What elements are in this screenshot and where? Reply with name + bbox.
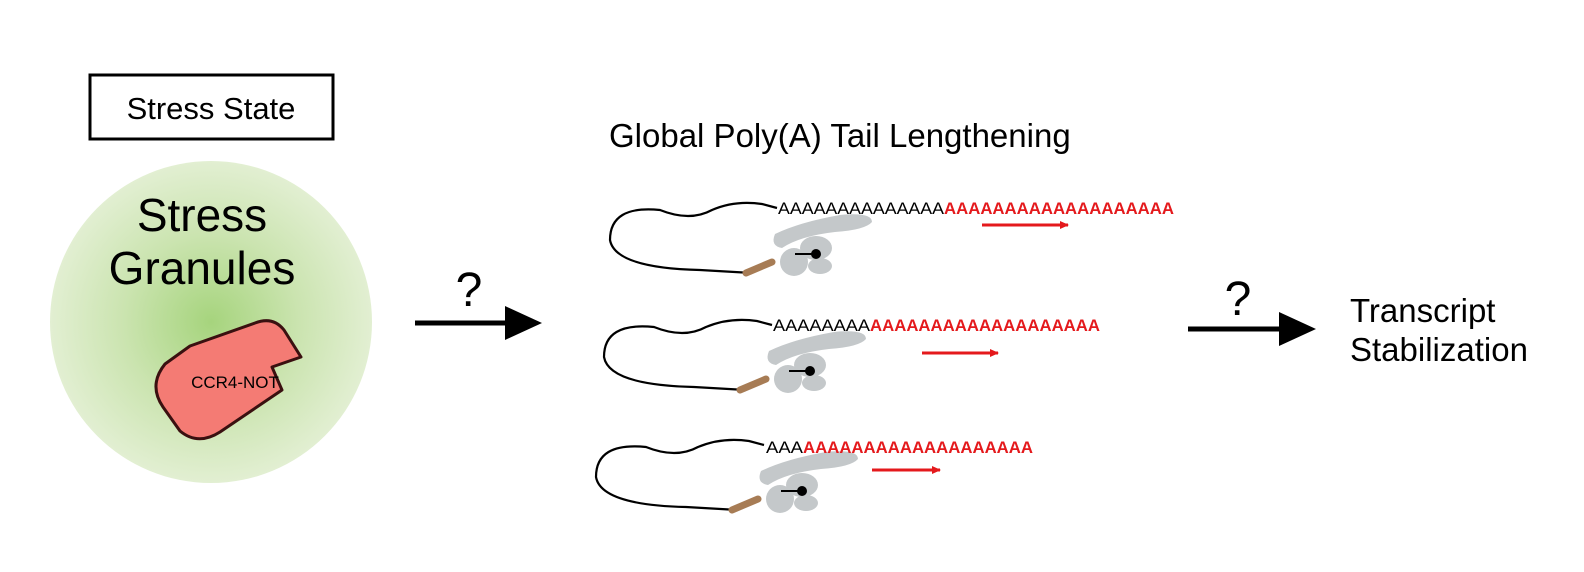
brown-protein xyxy=(728,495,762,514)
brown-protein xyxy=(736,375,770,394)
brown-protein xyxy=(742,258,776,277)
gray-protein-complex xyxy=(759,451,858,513)
cap-dot xyxy=(797,486,807,496)
center-title: Global Poly(A) Tail Lengthening xyxy=(609,117,1071,154)
existing-tail: AAA xyxy=(766,438,804,457)
ccr4-not-label: CCR4-NOT xyxy=(191,373,279,392)
stress-granules-label-line2: Granules xyxy=(109,242,296,294)
stress-state-box: Stress State xyxy=(88,73,335,141)
arrow-right: ? xyxy=(1188,273,1316,346)
arrow-right-question: ? xyxy=(1225,273,1252,326)
cap-dot xyxy=(805,366,815,376)
arrow-left-question: ? xyxy=(456,264,483,317)
existing-tail: AAAAAAAAAAAAAA xyxy=(778,199,945,218)
transcript-3: AAA AAAAAAAAAAAAAAAAAAA xyxy=(594,438,1033,514)
mrna-strand xyxy=(594,438,765,512)
mrna-strand xyxy=(608,201,778,275)
arrow-left: ? xyxy=(415,264,542,340)
added-tail: AAAAAAAAAAAAAAAAAAA xyxy=(870,316,1100,335)
transcript-2: AAAAAAAA AAAAAAAAAAAAAAAAAAA xyxy=(602,316,1100,394)
outcome-label-line1: Transcript xyxy=(1350,292,1495,329)
ccr4-not-complex: CCR4-NOT xyxy=(154,319,303,441)
stress-granule: Stress Granules CCR4-NOT xyxy=(50,161,372,483)
stress-granules-label-line1: Stress xyxy=(137,189,267,241)
outcome-label-line2: Stabilization xyxy=(1350,331,1528,368)
gray-protein-complex xyxy=(767,331,866,393)
gray-protein-complex xyxy=(773,214,872,276)
added-tail: AAAAAAAAAAAAAAAAAAA xyxy=(944,199,1174,218)
stress-state-label: Stress State xyxy=(127,91,296,126)
cap-dot xyxy=(811,249,821,259)
existing-tail: AAAAAAAA xyxy=(773,316,871,335)
mrna-strand xyxy=(602,318,773,392)
added-tail: AAAAAAAAAAAAAAAAAAA xyxy=(803,438,1033,457)
transcript-1: AAAAAAAAAAAAAA AAAAAAAAAAAAAAAAAAA xyxy=(608,199,1174,277)
